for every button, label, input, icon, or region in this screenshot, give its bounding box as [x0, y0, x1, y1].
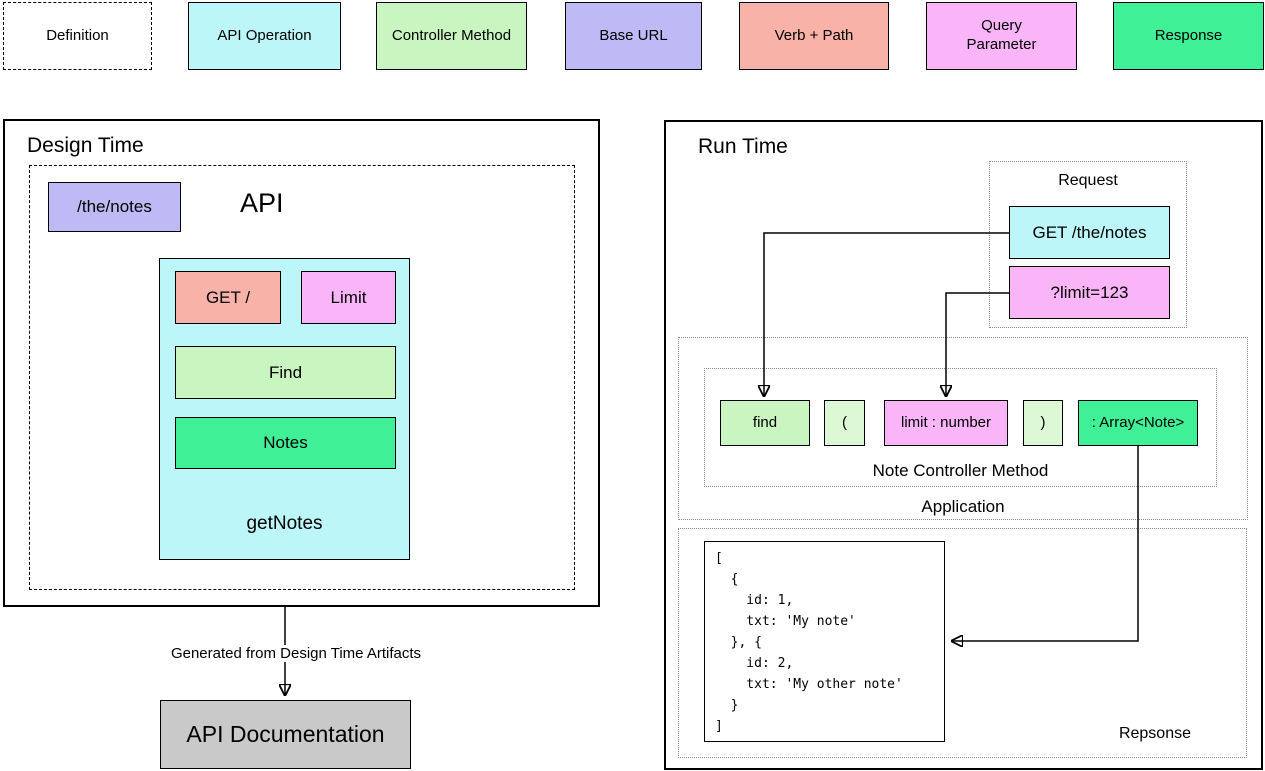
legend-api-operation: API Operation — [188, 2, 341, 70]
legend-definition-label: Definition — [46, 26, 109, 44]
legend-base-url-label: Base URL — [599, 26, 668, 44]
response-text: Notes — [263, 433, 308, 453]
token-close-paren: ) — [1023, 400, 1063, 446]
token-return-type-text: : Array<Note> — [1091, 413, 1185, 431]
response-json-text: [ { id: 1, txt: 'My note' }, { id: 2, tx… — [715, 551, 903, 734]
base-url-text: /the/notes — [77, 197, 152, 217]
request-query-box: ?limit=123 — [1009, 266, 1170, 319]
response-group-label: Repsonse — [1118, 725, 1191, 742]
legend-verb-path-label: Verb + Path — [774, 26, 854, 44]
api-documentation-text: API Documentation — [186, 721, 385, 748]
operation-name: getNotes — [246, 513, 323, 534]
base-url-box: /the/notes — [48, 182, 181, 232]
controller-method-box: Find — [175, 346, 396, 399]
verb-path-box: GET / — [175, 271, 281, 324]
api-label: API — [240, 188, 284, 218]
api-definition-boundary — [29, 165, 575, 590]
legend-definition: Definition — [3, 2, 152, 70]
legend-response: Response — [1113, 2, 1264, 70]
token-parameter: limit : number — [884, 400, 1008, 446]
token-open-paren: ( — [824, 400, 865, 446]
response-box: Notes — [175, 417, 396, 469]
request-query-text: ?limit=123 — [1050, 282, 1129, 302]
generated-arrow-label: Generated from Design Time Artifacts — [160, 645, 432, 662]
token-parameter-text: limit : number — [900, 413, 992, 431]
request-verb-path-text: GET /the/notes — [1032, 222, 1147, 242]
application-label: Application — [921, 497, 1005, 516]
api-documentation-box: API Documentation — [160, 700, 411, 769]
legend-response-label: Response — [1154, 26, 1223, 44]
token-method-name: find — [720, 400, 810, 446]
request-label: Request — [1058, 172, 1118, 189]
legend-controller-method-label: Controller Method — [391, 26, 512, 44]
legend-query-parameter-label: Query Parameter — [966, 17, 1037, 53]
note-controller-method-label: Note Controller Method — [872, 461, 1049, 480]
run-time-title: Run Time — [698, 135, 788, 158]
token-open-paren-text: ( — [842, 413, 847, 431]
legend-verb-path: Verb + Path — [739, 2, 889, 70]
request-verb-path-box: GET /the/notes — [1009, 206, 1170, 259]
verb-path-text: GET / — [205, 287, 251, 307]
query-parameter-text: Limit — [330, 287, 367, 307]
legend-controller-method: Controller Method — [376, 2, 527, 70]
token-return-type: : Array<Note> — [1078, 400, 1198, 446]
legend-query-parameter: Query Parameter — [926, 2, 1077, 70]
controller-method-text: Find — [268, 362, 303, 382]
legend-base-url: Base URL — [565, 2, 702, 70]
design-time-title: Design Time — [27, 134, 144, 157]
token-method-name-text: find — [752, 413, 778, 431]
legend-api-operation-label: API Operation — [217, 26, 312, 44]
response-json-box: [ { id: 1, txt: 'My note' }, { id: 2, tx… — [704, 541, 945, 742]
token-close-paren-text: ) — [1040, 413, 1046, 431]
query-parameter-box: Limit — [301, 271, 396, 324]
